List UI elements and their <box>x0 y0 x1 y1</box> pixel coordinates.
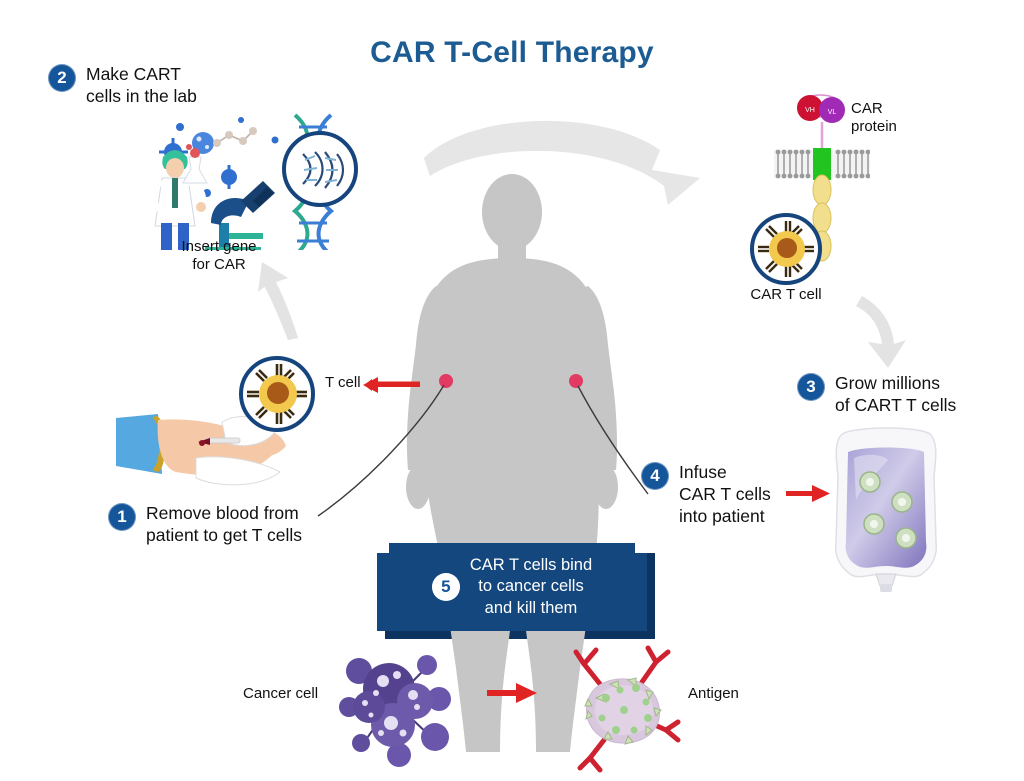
step-2-label: Make CART cells in the lab <box>86 64 197 106</box>
page-title: CAR T-Cell Therapy <box>370 36 654 69</box>
red-arrow-bottom <box>487 683 537 703</box>
car-protein-icon: VH VL <box>774 94 870 262</box>
svg-text:VH: VH <box>805 107 815 114</box>
step-1-badge: 1 <box>108 503 136 531</box>
step-3-badge: 3 <box>797 373 825 401</box>
car-t-cell-label: CAR T cell <box>750 286 822 303</box>
gray-arrow-to-lab <box>258 262 298 340</box>
step-2-group: 2 Make CART cells in the lab <box>48 64 197 108</box>
step-4-badge: 4 <box>641 462 669 490</box>
step-2-badge: 2 <box>48 64 76 92</box>
iv-bag-icon <box>834 427 938 592</box>
car-t-cell-icon <box>750 213 822 285</box>
leader-line-step-1 <box>317 384 445 517</box>
microscope-glyph <box>205 181 275 250</box>
gray-arc-arrow-top <box>424 120 700 205</box>
antigen-label: Antigen <box>688 685 739 702</box>
step-5-label: CAR T cells bind to cancer cells and kil… <box>469 556 593 617</box>
antigen-cell-icon <box>573 645 681 773</box>
scientist-figure <box>149 150 206 250</box>
red-arrow-body-to-tcell <box>363 377 420 393</box>
cancer-cell-icon <box>339 655 451 767</box>
red-arrow-infusion <box>786 485 830 502</box>
step-1-label: Remove blood from patient to get T cells <box>146 503 302 545</box>
step-4-label: Infuse CAR T cells into patient <box>679 462 771 526</box>
step-3-group: 3 Grow millions of CART T cells <box>797 373 956 417</box>
step-5-banner: 5 CAR T cells bind to cancer cells and k… <box>377 543 655 639</box>
car-protein-label: CAR protein <box>851 100 897 136</box>
cancer-cell-label: Cancer cell <box>243 685 319 702</box>
step-5-badge: 5 <box>431 573 460 601</box>
banner-notch-left <box>377 543 389 553</box>
step-1-group: 1 Remove blood from patient to get T cel… <box>108 503 302 547</box>
t-cell-icon <box>239 356 315 432</box>
right-elbow-point <box>569 374 583 388</box>
insert-gene-label: Insert gene for CAR <box>181 238 257 274</box>
banner-notch-right <box>635 543 647 553</box>
step-3-label: Grow millions of CART T cells <box>835 373 957 415</box>
gray-arrow-to-bag <box>856 296 906 368</box>
svg-text:VL: VL <box>828 109 837 116</box>
left-elbow-point <box>439 374 453 388</box>
t-cell-label: T cell <box>325 374 361 391</box>
step-4-group: 4 Infuse CAR T cells into patient <box>641 462 771 528</box>
blood-draw-icon <box>116 414 286 486</box>
leader-line-step-4 <box>577 385 649 495</box>
dna-circle-icon <box>282 131 358 207</box>
